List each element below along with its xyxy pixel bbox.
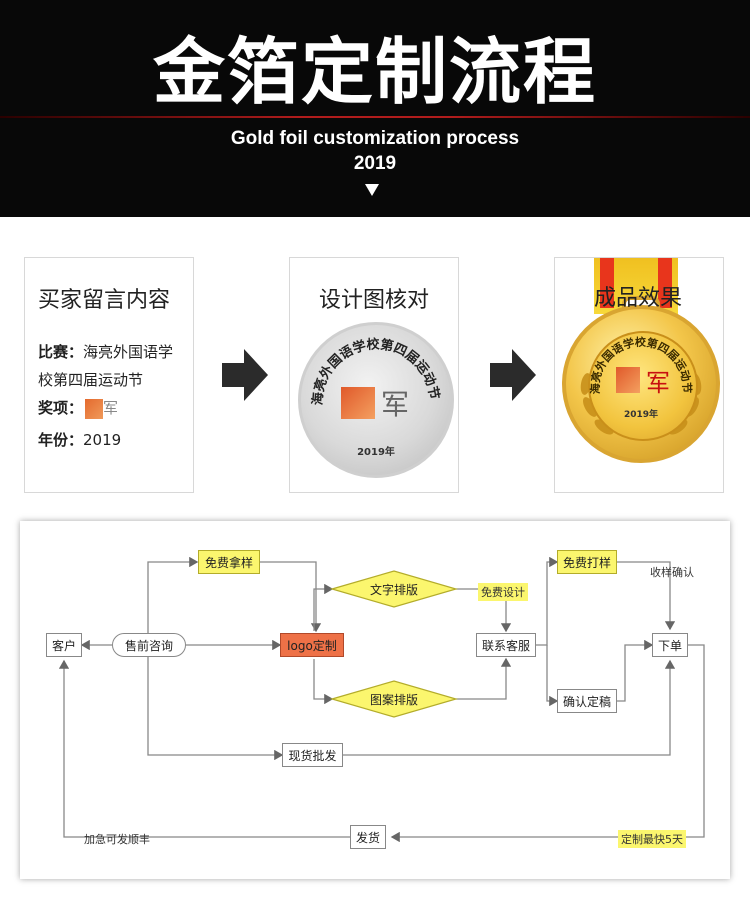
blurred-mark xyxy=(85,398,104,419)
gold-medal-image: 海亮外国语学校第四届运动节 军 2019年 xyxy=(562,305,720,463)
match-value: 海亮外国语学 xyxy=(83,343,174,361)
ribbon-stripe xyxy=(658,258,672,308)
presale-consult-box: 售前咨询 xyxy=(112,633,186,657)
match-value-cont: 校第四届运动节 xyxy=(38,371,144,389)
year-line: 年份：2019 xyxy=(38,426,121,454)
contact-service-box: 联系客服 xyxy=(476,633,536,657)
silver-coin-image: 海亮外国语学校第四届运动节 军 2019年 xyxy=(298,322,454,478)
stock-wholesale-box: 现货批发 xyxy=(282,743,343,767)
free-proof-box: 免费打样 xyxy=(557,550,617,574)
medal-arc-text: 海亮外国语学校第四届运动节 xyxy=(588,335,694,394)
customer-box: 客户 xyxy=(46,633,82,657)
award-line: 奖项： 军 xyxy=(38,394,118,422)
header-banner: 金箔定制流程 Gold foil customization process 2… xyxy=(0,0,750,217)
logo-custom-box: logo定制 xyxy=(280,633,344,657)
award-label: 奖项： xyxy=(38,399,84,417)
down-arrow-icon xyxy=(365,184,379,196)
buyer-message-card: 买家留言内容 比赛：海亮外国语学 校第四届运动节 奖项： 军 年份：2019 xyxy=(24,257,194,493)
text-layout-diamond xyxy=(329,570,459,608)
page-title: 金箔定制流程 xyxy=(152,30,597,114)
medal-arc-label: 海亮外国语学校第四届运动节 xyxy=(588,335,694,394)
coin-center-char: 军 xyxy=(381,388,410,421)
medal-center-char: 军 xyxy=(646,369,670,397)
free-design-note: 免费设计 xyxy=(478,583,528,601)
blurred-logo xyxy=(341,387,375,419)
year-label: 年份： xyxy=(38,431,84,449)
process-flowchart: 客户 售前咨询 免费拿样 文字排版 logo定制 图案排版 免费设计 联系客服 … xyxy=(20,521,730,879)
right-arrow-icon xyxy=(490,349,536,401)
blurred-logo xyxy=(616,367,640,393)
free-sample-box: 免费拿样 xyxy=(198,550,260,574)
right-arrow-icon xyxy=(222,349,268,401)
buyer-card-title: 买家留言内容 xyxy=(38,288,171,313)
result-card-title-overlay: 成品效果 xyxy=(593,286,682,311)
award-value: 军 xyxy=(103,399,119,417)
medal-face xyxy=(588,331,698,441)
confirm-draft-box: 确认定稿 xyxy=(557,689,617,713)
svg-text:海亮外国语学校第四届运动节: 海亮外国语学校第四届运动节 xyxy=(588,335,694,394)
medal-year: 2019年 xyxy=(623,410,659,420)
receive-confirm-note: 收样确认 xyxy=(650,566,694,579)
coin-arc-text: 海亮外国语学校第四届运动节 xyxy=(310,336,442,405)
match-label: 比赛： xyxy=(38,343,84,361)
page-year: 2019 xyxy=(353,153,397,174)
svg-text:海亮外国语学校第四届运动节: 海亮外国语学校第四届运动节 xyxy=(310,336,442,405)
match-line: 比赛：海亮外国语学 xyxy=(38,338,173,366)
urgent-sf-note: 加急可发顺丰 xyxy=(84,833,150,846)
design-card-title: 设计图核对 xyxy=(318,288,429,313)
pattern-layout-diamond xyxy=(329,680,459,718)
header-divider xyxy=(0,116,750,118)
year-value: 2019 xyxy=(83,431,122,449)
pattern-layout-label: 图案排版 xyxy=(369,693,418,707)
page-subtitle: Gold foil customization process xyxy=(230,128,520,149)
coin-year: 2019年 xyxy=(357,447,395,458)
fastest-5days-note: 定制最快5天 xyxy=(618,830,686,848)
flowchart-connectors xyxy=(58,556,705,843)
coin-arc-label: 海亮外国语学校第四届运动节 xyxy=(310,336,442,405)
text-layout-label: 文字排版 xyxy=(369,583,418,597)
ribbon-stripe xyxy=(600,258,614,308)
ship-box: 发货 xyxy=(350,825,386,849)
order-box: 下单 xyxy=(652,633,688,657)
